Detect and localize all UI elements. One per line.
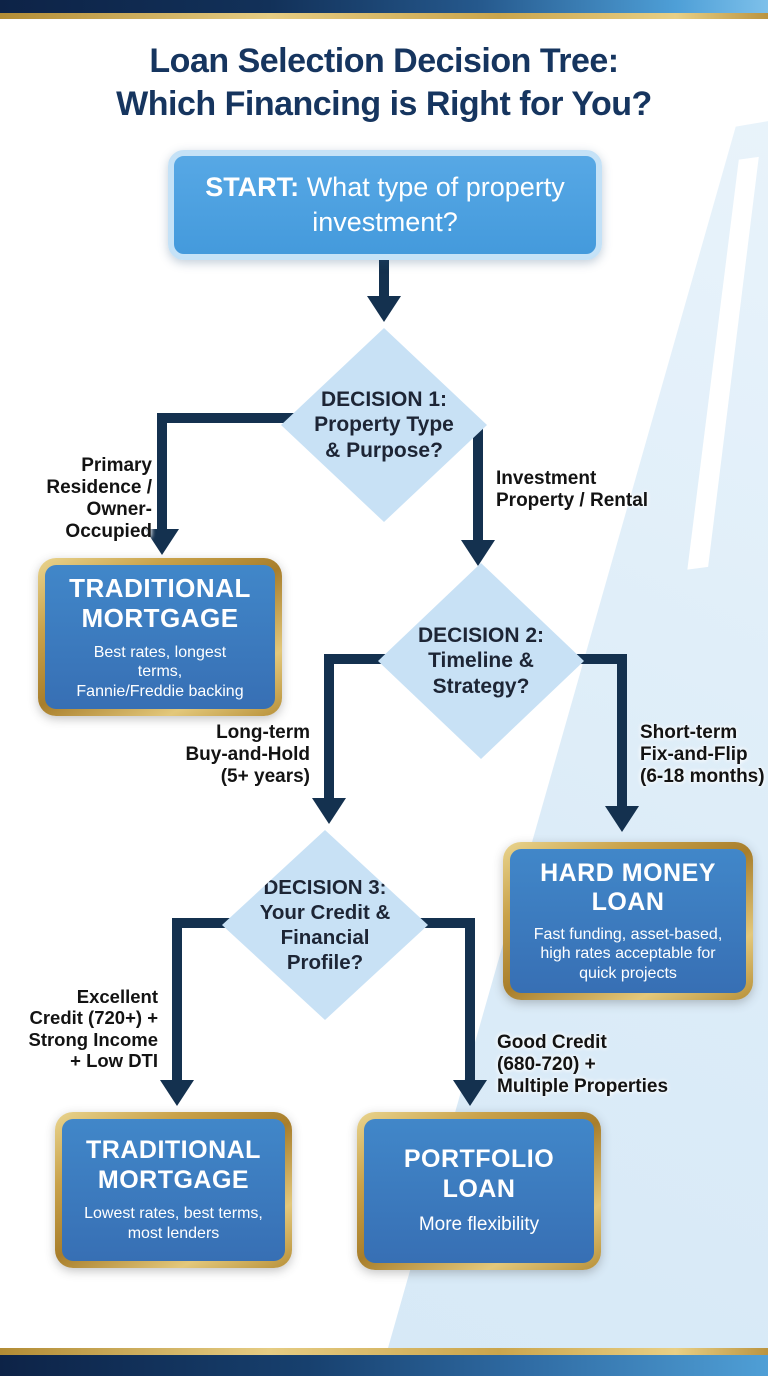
connector-d3-right-horizontal — [418, 918, 475, 928]
top-gold-rule — [0, 13, 768, 19]
outcome-traditional-mortgage-1: TRADITIONAL MORTGAGE Best rates, longest… — [38, 558, 282, 716]
outcome-portfolio-loan-body: PORTFOLIO LOAN More flexibility — [364, 1119, 594, 1263]
connector-d3-right-arrowhead — [453, 1080, 487, 1106]
branch-label-good-credit: Good Credit (680-720) + Multiple Propert… — [497, 1032, 669, 1097]
connector-d2-left-horizontal — [324, 654, 396, 664]
bottom-bar — [0, 1355, 768, 1376]
connector-start-shaft — [379, 260, 389, 298]
start-node-text: START: What type of property investment? — [199, 170, 571, 239]
outcome-traditional-mortgage-2: TRADITIONAL MORTGAGE Lowest rates, best … — [55, 1112, 292, 1268]
connector-start-arrowhead — [367, 296, 401, 322]
branch-label-investment-property: Investment Property / Rental — [496, 468, 649, 511]
outcome-traditional-mortgage-1-desc: Best rates, longest terms, Fannie/Freddi… — [76, 643, 244, 700]
connector-d1-left-horizontal — [157, 413, 295, 423]
decision-3-diamond: DECISION 3: Your Credit & Financial Prof… — [222, 830, 428, 1020]
start-node: START: What type of property investment? — [168, 150, 602, 260]
outcome-traditional-mortgage-2-desc: Lowest rates, best terms, most lenders — [84, 1205, 263, 1242]
outcome-portfolio-loan-title: PORTFOLIO LOAN — [403, 1145, 555, 1203]
outcome-hard-money-loan-title: HARD MONEY LOAN — [540, 858, 716, 917]
decision-3-label: DECISION 3: Your Credit & Financial Prof… — [259, 876, 391, 974]
connector-d1-left-arrowhead — [145, 529, 179, 555]
decision-2-label: DECISION 2: Timeline & Strategy? — [417, 623, 545, 698]
connector-d2-right-arrowhead — [605, 806, 639, 832]
start-prefix: START: — [205, 172, 300, 203]
connector-d1-right-arrowhead — [461, 540, 495, 566]
branch-label-long-term: Long-term Buy-and-Hold (5+ years) — [185, 722, 310, 787]
outcome-hard-money-loan-desc: Fast funding, asset-based, high rates ac… — [533, 925, 723, 982]
outcome-hard-money-loan-body: HARD MONEY LOAN Fast funding, asset-base… — [510, 849, 746, 993]
start-question: What type of property investment? — [299, 172, 565, 237]
top-bar — [0, 0, 768, 13]
outcome-portfolio-loan-desc: More flexibility — [418, 1214, 540, 1236]
decision-1-diamond: DECISION 1: Property Type & Purpose? — [281, 328, 487, 522]
decision-1-label: DECISION 1: Property Type & Purpose? — [314, 387, 454, 462]
outcome-traditional-mortgage-1-body: TRADITIONAL MORTGAGE Best rates, longest… — [45, 565, 275, 709]
outcome-traditional-mortgage-2-body: TRADITIONAL MORTGAGE Lowest rates, best … — [62, 1119, 285, 1261]
connector-d3-right-vertical — [465, 918, 475, 1082]
page-title: Loan Selection Decision Tree: Which Fina… — [116, 42, 652, 123]
connector-d3-left-arrowhead — [160, 1080, 194, 1106]
branch-label-primary-residence: Primary Residence / Owner-Occupied — [46, 455, 152, 542]
connector-d2-right-horizontal — [568, 654, 627, 664]
branch-label-short-term: Short-term Fix-and-Flip (6-18 months) — [640, 722, 765, 787]
decision-2-diamond: DECISION 2: Timeline & Strategy? — [378, 563, 584, 759]
connector-d1-left-vertical — [157, 413, 167, 531]
connector-d2-right-vertical — [617, 654, 627, 808]
outcome-hard-money-loan: HARD MONEY LOAN Fast funding, asset-base… — [503, 842, 753, 1000]
connector-d2-left-arrowhead — [312, 798, 346, 824]
bottom-gold-rule — [0, 1348, 768, 1355]
connector-d3-left-horizontal — [172, 918, 238, 928]
outcome-portfolio-loan: PORTFOLIO LOAN More flexibility — [357, 1112, 601, 1270]
connector-d2-left-vertical — [324, 654, 334, 800]
connector-d1-right-vertical — [473, 425, 483, 542]
outcome-traditional-mortgage-1-title: TRADITIONAL MORTGAGE — [69, 572, 251, 634]
outcome-traditional-mortgage-2-title: TRADITIONAL MORTGAGE — [86, 1136, 261, 1194]
branch-label-excellent-credit: Excellent Credit (720+) + Strong Income … — [28, 986, 158, 1071]
connector-d3-left-vertical — [172, 918, 182, 1082]
